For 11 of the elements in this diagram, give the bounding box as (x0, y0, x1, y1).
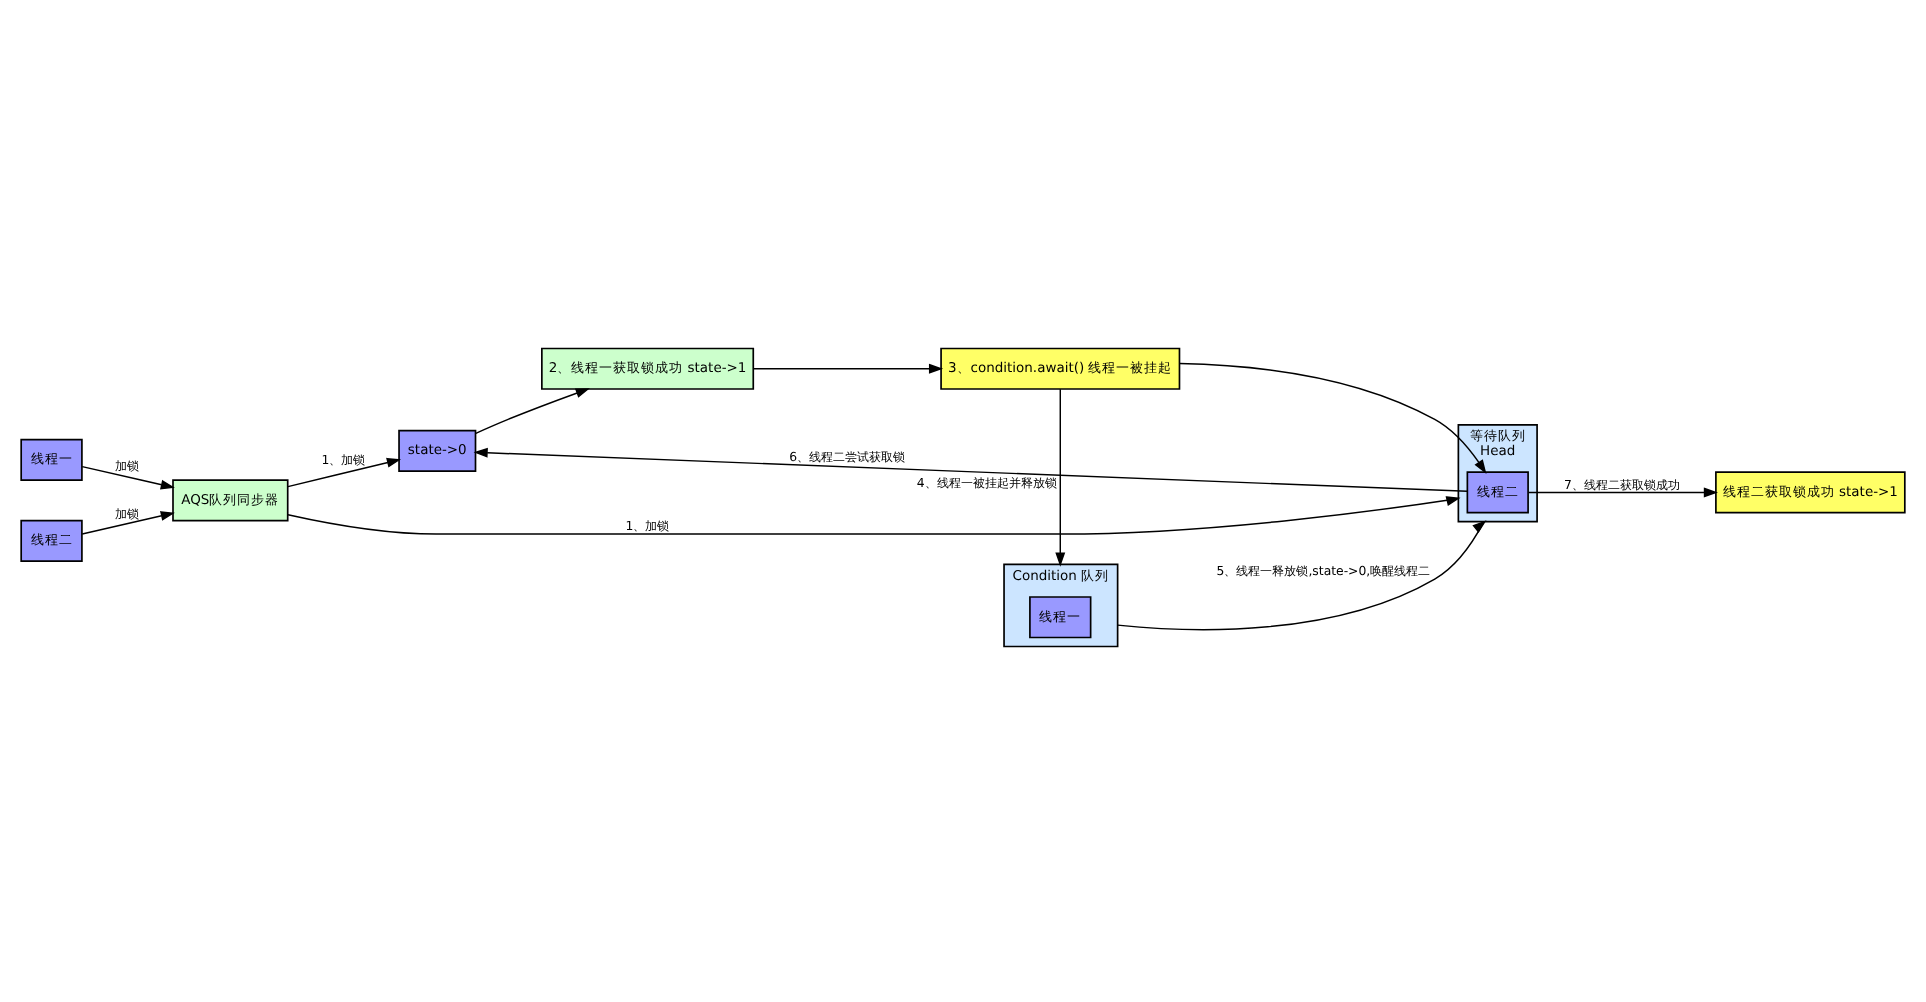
arrow (1116, 519, 1487, 630)
arrow (1178, 361, 1487, 473)
arrow (287, 495, 1461, 534)
arrow (287, 456, 402, 487)
arrow (1527, 486, 1718, 497)
arrow (81, 464, 175, 489)
arrow (475, 387, 590, 434)
arrow (752, 362, 944, 373)
arrow (81, 510, 175, 534)
arrow (1055, 387, 1066, 566)
arrow (473, 446, 1468, 491)
